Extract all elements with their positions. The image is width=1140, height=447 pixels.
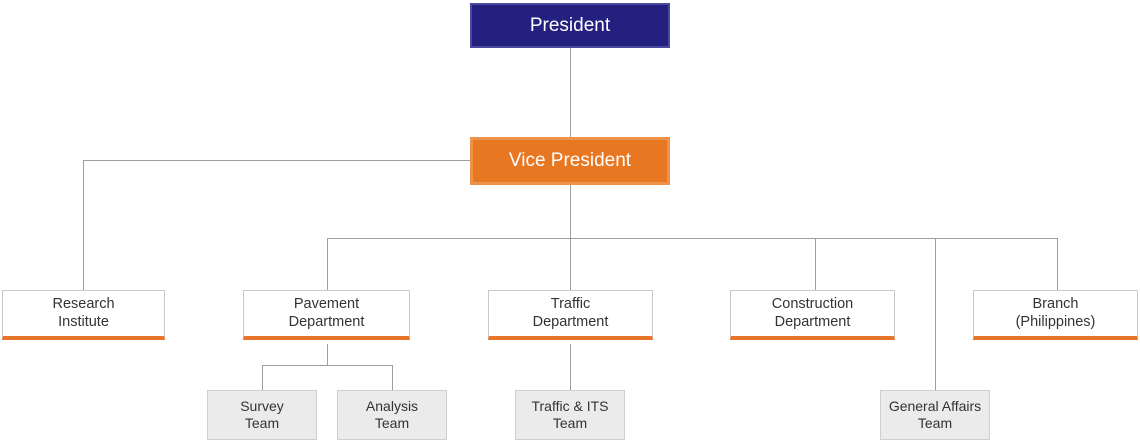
node-president[interactable]: President: [470, 3, 670, 48]
connector-drop-survey-team: [262, 365, 263, 390]
node-branch-philippines-label: Branch (Philippines): [1015, 295, 1096, 330]
connector-president-to-vice-president: [570, 48, 571, 137]
node-analysis-team[interactable]: Analysis Team: [337, 390, 447, 440]
node-survey-team-label: Survey Team: [240, 397, 284, 431]
connector-drop-general-affairs-team: [935, 238, 936, 390]
connector-drop-traffic-department: [570, 238, 571, 290]
node-pavement-department-label: Pavement Department: [288, 295, 365, 330]
node-general-affairs-team-label: General Affairs Team: [888, 397, 982, 431]
node-research-institute-label: Research Institute: [52, 295, 115, 330]
connector-vp-to-department-bus: [570, 185, 571, 238]
node-research-institute[interactable]: Research Institute: [2, 290, 165, 340]
connector-pavement-to-team-bus: [327, 344, 328, 365]
connector-drop-branch: [1057, 238, 1058, 290]
node-analysis-team-label: Analysis Team: [365, 397, 419, 431]
node-traffic-department-label: Traffic Department: [532, 295, 609, 330]
connector-drop-research-institute: [83, 160, 84, 290]
node-branch-philippines[interactable]: Branch (Philippines): [973, 290, 1138, 340]
node-general-affairs-team[interactable]: General Affairs Team: [880, 390, 990, 440]
connector-drop-pavement-department: [327, 238, 328, 290]
node-survey-team[interactable]: Survey Team: [207, 390, 317, 440]
connector-traffic-to-traffic-its-team: [570, 344, 571, 390]
node-construction-department[interactable]: Construction Department: [730, 290, 895, 340]
node-construction-department-label: Construction Department: [771, 295, 854, 330]
node-vice-president[interactable]: Vice President: [470, 137, 670, 185]
connector-drop-analysis-team: [392, 365, 393, 390]
connector-drop-construction-department: [815, 238, 816, 290]
node-vice-president-label: Vice President: [508, 150, 632, 172]
connector-vp-left-bus: [83, 160, 470, 161]
connector-department-bus: [327, 238, 1058, 239]
node-traffic-department[interactable]: Traffic Department: [488, 290, 653, 340]
node-pavement-department[interactable]: Pavement Department: [243, 290, 410, 340]
node-traffic-its-team-label: Traffic & ITS Team: [531, 397, 609, 431]
node-president-label: President: [529, 14, 611, 36]
node-traffic-its-team[interactable]: Traffic & ITS Team: [515, 390, 625, 440]
connector-pavement-team-bus: [262, 365, 393, 366]
